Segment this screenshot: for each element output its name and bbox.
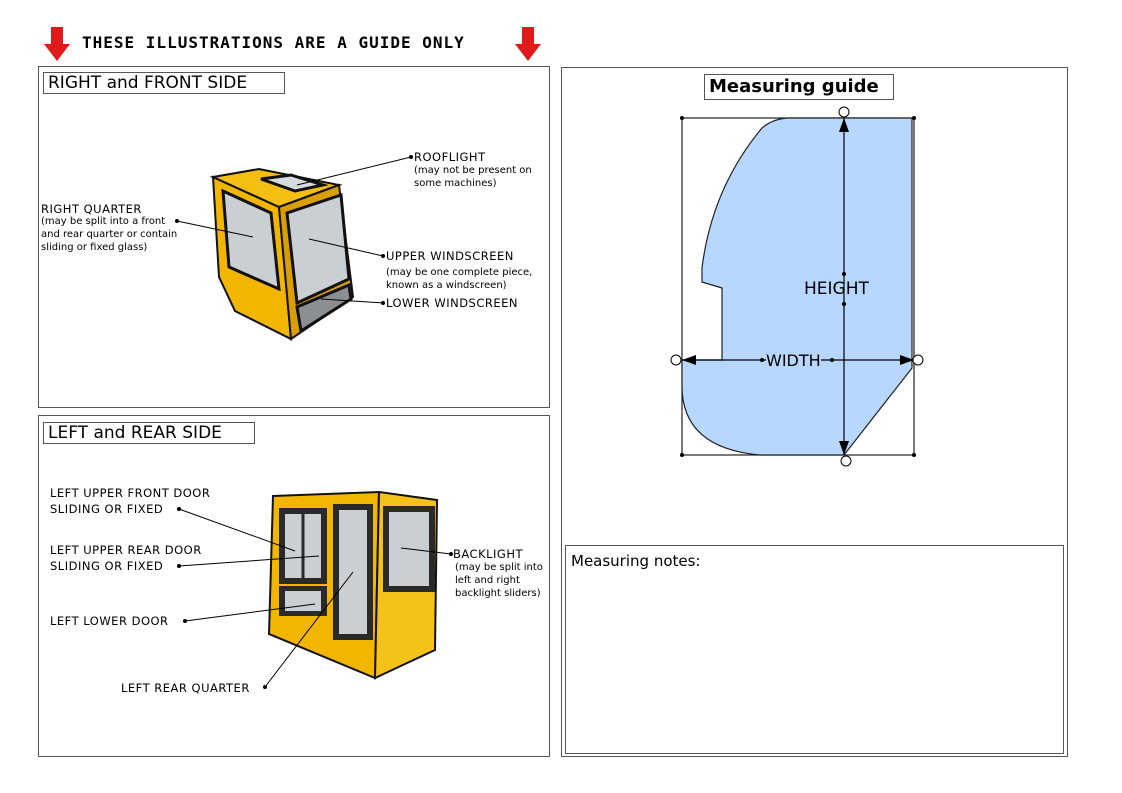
height-bottom-handle (840, 455, 852, 467)
height-label: HEIGHT (804, 279, 869, 299)
left-rear-panel: LEFT and REAR SIDE LEFT UPPER FRONT DOOR… (38, 415, 550, 757)
rear-quarter-leader (264, 571, 354, 688)
lower-door-label: LEFT LOWER DOOR (50, 614, 169, 628)
right-quarter-note-2: and rear quarter or contain (41, 229, 178, 240)
right-quarter-dot (175, 219, 179, 223)
right-front-cab-illustration (175, 155, 413, 341)
right-quarter-label: RIGHT QUARTER (41, 202, 142, 216)
rooflight-note-1: (may not be present on (414, 165, 532, 176)
glass-shape (681, 117, 913, 456)
backlight-note-2: left and right (455, 575, 520, 586)
upper-front-door-label-1: LEFT UPPER FRONT DOOR (50, 486, 211, 500)
right-quarter-note-1: (may be split into a front (41, 216, 166, 227)
lower-door-glass (285, 591, 321, 611)
right-quarter-note-3: sliding or fixed glass) (41, 242, 148, 253)
width-right-handle (912, 354, 924, 366)
upper-windscreen-label: UPPER WINDSCREEN (386, 249, 514, 263)
right-quarter-leader (176, 220, 254, 238)
measuring-notes-box[interactable]: Measuring notes: (565, 545, 1064, 754)
lower-windscreen-leader (320, 298, 384, 304)
height-mid-dot-1 (842, 272, 846, 276)
height-arrow-top (839, 118, 849, 132)
upper-rear-door-leader (178, 555, 320, 567)
corner-marker-bl (680, 453, 684, 457)
width-label: WIDTH (766, 351, 821, 370)
lower-windscreen-dot (381, 301, 385, 305)
backlight-label: BACKLIGHT (453, 547, 524, 561)
upper-rear-door-dot (177, 564, 181, 568)
upper-front-door-label-2: SLIDING OR FIXED (50, 502, 164, 516)
arrow-left-shape (44, 27, 70, 61)
upper-front-door-leader (178, 508, 296, 552)
left-rear-cab-illustration (177, 490, 453, 689)
corner-marker-tr (912, 116, 916, 120)
rear-quarter-dot (263, 685, 267, 689)
lower-door-leader (184, 603, 316, 622)
measuring-guide-diagram (670, 106, 924, 467)
width-mid-dot-2 (830, 358, 834, 362)
backlight-dot (449, 552, 453, 556)
upper-rear-door-label-1: LEFT UPPER REAR DOOR (50, 543, 202, 557)
banner-arrow-right (515, 27, 541, 61)
corner-marker-tl (680, 116, 684, 120)
upper-rear-door-label-2: SLIDING OR FIXED (50, 559, 164, 573)
width-arrow-left (682, 355, 696, 365)
right-quarter-glass (221, 188, 281, 292)
rooflight-label: ROOFLIGHT (414, 150, 486, 164)
upper-windscreen-note-1: (may be one complete piece, (386, 267, 533, 278)
right-front-panel: RIGHT and FRONT SIDE ROOFLIGHT (may not … (38, 66, 550, 408)
height-arrow-bottom (839, 441, 849, 455)
rooflight-leader (296, 156, 412, 186)
right-front-title: RIGHT and FRONT SIDE (43, 72, 285, 94)
banner-arrow-left (44, 27, 70, 61)
left-rear-title: LEFT and REAR SIDE (43, 422, 255, 444)
measuring-notes-label: Measuring notes: (571, 552, 701, 570)
corner-marker-br (912, 453, 916, 457)
width-left-handle (670, 354, 682, 366)
upper-windscreen-dot (381, 254, 385, 258)
width-mid-dot-1 (760, 358, 764, 362)
rooflight-glass (260, 173, 329, 193)
lower-windscreen-label: LOWER WINDSCREEN (386, 296, 519, 310)
measuring-guide-panel: Measuring guide HEIGHT WIDTH Measuring n… (561, 67, 1068, 757)
upper-windscreen-note-2: known as a windscreen) (386, 280, 507, 291)
lower-door-dot (183, 619, 187, 623)
rooflight-dot (409, 155, 413, 159)
banner-title: THESE ILLUSTRATIONS ARE A GUIDE ONLY (82, 33, 465, 52)
backlight-note-1: (may be split into (455, 562, 543, 573)
rooflight-note-2: some machines) (414, 178, 497, 189)
rear-quarter-label: LEFT REAR QUARTER (121, 681, 250, 695)
backlight-leader (400, 547, 452, 555)
arrow-right-shape (515, 27, 541, 61)
measuring-guide-title: Measuring guide (704, 74, 894, 100)
height-mid-dot-2 (842, 302, 846, 306)
backlight-note-3: backlight sliders) (455, 588, 541, 599)
upper-windscreen-glass (285, 192, 351, 306)
upper-windscreen-leader (308, 238, 384, 257)
lower-windscreen-glass (295, 282, 353, 334)
upper-front-door-dot (177, 507, 181, 511)
width-arrow-right (900, 355, 914, 365)
height-top-handle (838, 106, 850, 118)
